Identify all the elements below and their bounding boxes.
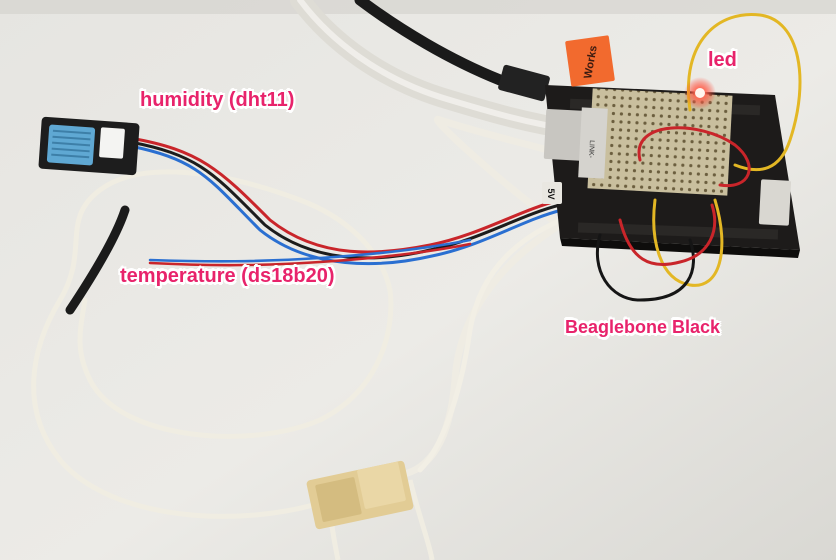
- rj-coupler: [306, 460, 414, 530]
- beaglebone-board: [543, 85, 800, 258]
- temperature-probe: [65, 205, 130, 315]
- black-usb-cable: [354, 0, 546, 96]
- long-white-loop: [31, 169, 394, 519]
- dht11-sensor-module: [38, 116, 140, 176]
- beaglebone-label: Beaglebone Black: [565, 317, 721, 337]
- led-label: led: [708, 49, 737, 71]
- power-badge-text: 5V: [546, 188, 556, 199]
- link-text: LINK-: [587, 140, 595, 159]
- tape-text: Works: [582, 45, 600, 80]
- cable-tail-right: [407, 479, 435, 560]
- power-badge: 5V: [542, 182, 562, 204]
- sensor-extension-cable: [417, 207, 593, 473]
- jumper-wires: [595, 12, 802, 302]
- temperature-label: temperature (ds18b20): [120, 265, 335, 287]
- humidity-label: humidity (dht11): [140, 89, 295, 111]
- usb-plug: [498, 64, 550, 102]
- works-tape: Works: [565, 35, 615, 87]
- table-edge-shadow: [0, 0, 836, 14]
- grey-power-cable-highlight: [297, 0, 548, 128]
- sensor-wires: [128, 136, 564, 267]
- led: [684, 77, 716, 109]
